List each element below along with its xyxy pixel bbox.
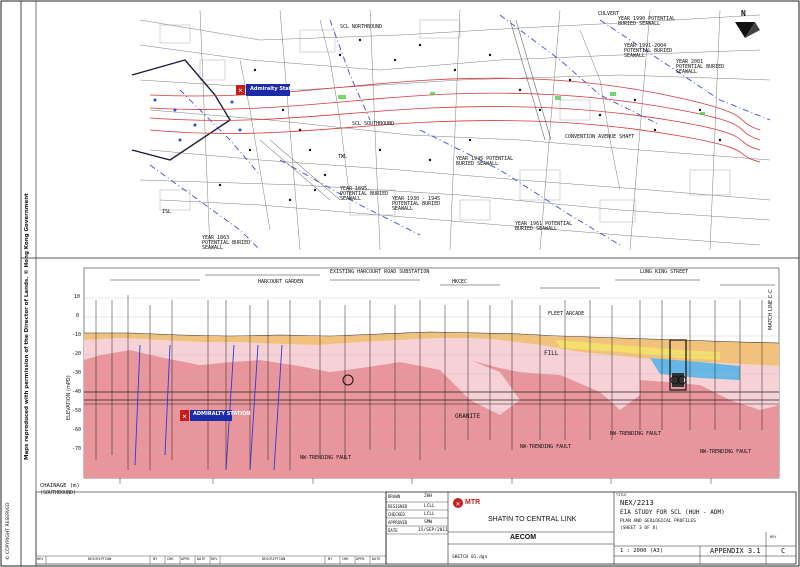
rev-col-header: CHK [342, 557, 349, 561]
drawing-title-1: EIA STUDY FOR SCL (HUH - ADM) [620, 509, 725, 516]
plan-view [131, 5, 782, 255]
label-convention-shaft: CONVENTION AVENUE SHAFT [565, 134, 635, 140]
label-seawall-1895: YEAR 1895 POTENTIAL BURIED SEAWALL [340, 186, 389, 202]
date-label: DATE [388, 528, 398, 533]
label-hkcec: HKCEC [452, 279, 468, 285]
label-fault-4: NW-TRENDING FAULT [700, 449, 752, 455]
revision-table [35, 491, 387, 565]
label-seawall-1990: YEAR 1990 POTENTIAL BURIED SEAWALL [618, 16, 676, 27]
rev-col-header: DESCRIPTION [88, 557, 112, 561]
profile-station-label: ADMIRALTY STATION [193, 411, 251, 417]
label-fault-3: NW-TRENDING FAULT [610, 431, 662, 437]
elev-tick: -70 [72, 446, 82, 452]
elev-tick: -20 [72, 351, 82, 357]
label-seawall-1863: YEAR 1863 POTENTIAL BURIED SEAWALL [202, 235, 251, 251]
date-value: 15/SEP/2011 [418, 528, 448, 533]
rev-col-header: BY [153, 557, 158, 561]
drawn-label: DRAWN [388, 494, 401, 499]
designed-label: DESIGNED [388, 504, 408, 509]
copyright-note: Maps reproduced with permission of the D… [24, 193, 30, 460]
drawing-title-3: (SHEET 3 OF 8) [620, 526, 658, 531]
label-fault-2: NW-TRENDING FAULT [520, 444, 572, 450]
north-label: N [741, 9, 746, 18]
label-twl: TWL [338, 154, 348, 160]
label-harcourt-garden: HARCOURT GARDEN [258, 279, 304, 285]
figure-number: APPENDIX 3.1 [710, 547, 761, 555]
mtr-logo-text: MTR [465, 499, 481, 506]
drawing-title-2: PLAN AND GEOLOGICAL PROFILES [620, 519, 696, 524]
svg-text:✕: ✕ [238, 88, 243, 95]
elev-tick: -60 [72, 427, 82, 433]
label-fleet-arcade: FLEET ARCADE [548, 311, 585, 317]
match-line-label: MATCH LINE C-C [768, 289, 774, 330]
label-seawall-1930: YEAR 1930 - 1945 POTENTIAL BURIED SEAWAL… [392, 196, 441, 212]
title-label: TITLE [616, 493, 627, 497]
granite-label: GRANITE [455, 413, 481, 420]
label-lung-king: LUNG KING STREET [640, 269, 689, 275]
mtr-logo: ✕ [453, 498, 463, 508]
plan-station-label: Admiralty Station [250, 86, 300, 92]
elev-tick: -30 [72, 370, 82, 376]
left-notes: © COPYRIGHT RESERVED [6, 502, 11, 560]
approved-label: APPROVED [388, 520, 408, 525]
rev-col-header: APPD [356, 557, 365, 561]
fill-label: FILL [544, 350, 559, 357]
geological-profile: ✕ [83, 267, 780, 484]
elev-tick: 10 [74, 294, 81, 300]
rev-col-header: APPD [181, 557, 190, 561]
rev-label: REV [770, 535, 777, 539]
rev-col-header: DATE [372, 557, 381, 561]
designed-value: LCLL [424, 504, 435, 509]
drawing-number: NEX/2213 [620, 499, 654, 507]
checked-label: CHECKED [388, 512, 405, 517]
rev-value: C [781, 547, 786, 555]
consultant-logo: AECOM [510, 534, 537, 541]
label-scl-northbound: SCL NORTHBOUND [340, 24, 383, 30]
label-culvert: CULVERT [598, 11, 620, 17]
project-title: SHATIN TO CENTRAL LINK [488, 516, 577, 523]
plan-station-marker: ✕ [236, 84, 290, 96]
svg-text:✕: ✕ [182, 414, 187, 421]
elev-tick: -50 [72, 408, 82, 414]
rev-col-header: DESCRIPTION [262, 557, 286, 561]
label-seawall-1961: YEAR 1961 POTENTIAL BURIED SEAWALL [515, 221, 573, 232]
rev-col-header: REV [211, 557, 218, 561]
svg-text:✕: ✕ [455, 501, 460, 508]
elev-tick: -40 [72, 389, 82, 395]
chainage-label: CHAINAGE (m) [40, 483, 80, 489]
cad-file: SKETCH 01.dgn [452, 555, 488, 560]
label-isl: ISL [162, 209, 172, 215]
label-seawall-2001: YEAR 2001 POTENTIAL BURIED SEAWALL [676, 59, 725, 75]
elev-tick: 0 [76, 313, 80, 319]
north-arrow-icon [735, 22, 760, 38]
label-seawall-1945: YEAR 1945 POTENTIAL BURIED SEAWALL [456, 156, 514, 167]
label-harcourt-road: EXISTING HARCOURT ROAD SUBSTATION [330, 269, 430, 275]
checked-value: LCLL [424, 512, 435, 517]
rev-col-header: DATE [197, 557, 206, 561]
label-seawall-1991: YEAR 1991-2004 POTENTIAL BURIED SEAWALL [624, 43, 673, 59]
drawn-value: ZHH [424, 494, 433, 499]
rev-col-header: CHK [167, 557, 174, 561]
scale-value: 1 : 2000 (A3) [620, 548, 664, 554]
elev-tick: -10 [72, 332, 82, 338]
label-fault-1: NW-TRENDING FAULT [300, 455, 352, 461]
chainage-sub-label: (SOUTHBOUND) [40, 490, 77, 496]
approved-value: SMW [424, 520, 433, 525]
label-scl-southbound: SCL SOUTHBOUND [352, 121, 395, 127]
rev-col-header: REV [37, 557, 44, 561]
rev-col-header: BY [328, 557, 333, 561]
